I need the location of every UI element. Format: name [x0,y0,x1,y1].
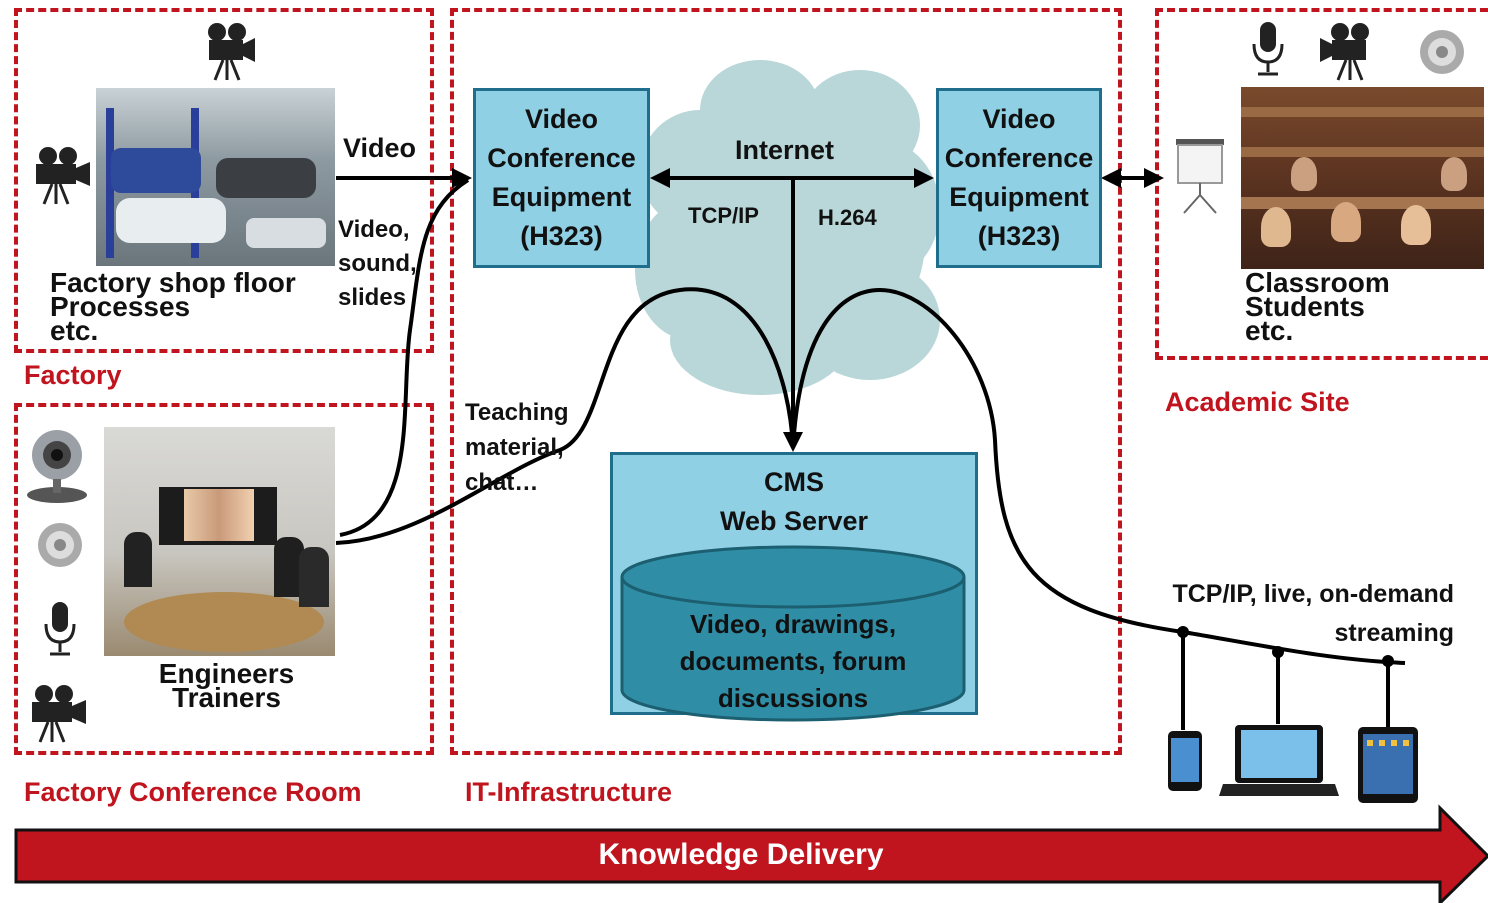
factory-caption-line2: Processes [50,291,191,322]
conference-caption: Engineers Trainers [104,658,349,713]
factory-caption: Factory shop floor Processes etc. [50,267,296,346]
video-camera-icon [1320,23,1369,81]
database-line2: documents, forum [679,646,907,676]
laptop-icon [1219,725,1339,796]
vss-line3: slides [338,284,407,311]
factory-caption-line3: etc. [50,315,99,346]
classroom-caption: Classroom Students etc. [1245,267,1390,346]
it-infrastructure-region [450,8,1122,755]
speaker-icon [38,523,82,567]
vce-right-line2: Conference [944,143,1094,173]
video-camera-icon [32,685,86,743]
tm-line3: chat… [465,469,539,496]
microphone-icon [44,602,76,656]
factory-region-label: Factory [24,360,122,390]
tm-line1: Teaching [465,399,569,426]
vce-right-line3: Equipment [949,182,1089,212]
it-infrastructure-label: IT-Infrastructure [465,777,673,807]
cms-subtitle: Web Server [719,506,869,536]
streaming-label: TCP/IP, live, on-demand streaming [1136,575,1454,653]
classroom-caption-line3: etc. [1245,315,1294,346]
vce-right-line1: Video [982,104,1056,134]
tablet-icon [1358,727,1418,803]
projector-screen-icon [1176,139,1224,214]
vce-left-line2: Conference [487,143,636,173]
microphone-icon [1252,22,1284,76]
database-line1: Video, drawings, [689,609,897,639]
h264-label: H.264 [818,205,877,230]
internet-label: Internet [735,135,835,165]
speaker-icon [1420,30,1464,74]
factory-caption-line1: Factory shop floor [50,267,296,298]
conference-caption-line2: Trainers [172,682,281,713]
smartphone-icon [1168,731,1202,791]
vss-line1: Video, [338,216,410,243]
database-line3: discussions [717,683,869,713]
classroom-caption-line2: Students [1245,291,1365,322]
factory-region [14,8,434,353]
vce-left-line3: Equipment [491,182,632,212]
database-text: Video, drawings, documents, forum discus… [622,606,964,717]
webcam-icon [27,430,87,503]
video-sound-slides-label: Video, sound, slides [338,213,417,315]
conference-room-photo [104,427,335,656]
vce-right-line4: (H323) [977,221,1061,251]
vce-left-line1: Video [524,104,598,134]
academic-site-label: Academic Site [1165,387,1350,417]
tm-line2: material, [465,434,564,461]
classroom-caption-line1: Classroom [1245,267,1390,298]
streaming-line1: TCP/IP, live, on-demand [1172,580,1454,608]
video-camera-icon [208,23,255,81]
cms-title: CMS [763,467,824,497]
vss-line2: sound, [338,250,417,277]
factory-conference-room-region [14,403,434,755]
streaming-line2: streaming [1334,619,1454,647]
factory-shop-floor-photo [96,88,335,266]
video-camera-icon [36,147,90,205]
classroom-photo [1241,87,1484,269]
teaching-material-label: Teaching material, chat… [465,395,569,500]
knowledge-delivery-label: Knowledge Delivery [598,838,884,871]
tcpip-label: TCP/IP [688,203,759,228]
conference-caption-line1: Engineers [158,658,295,689]
vce-left-line4: (H323) [520,221,603,251]
video-flow-label: Video [343,133,417,163]
factory-conference-room-label: Factory Conference Room [24,777,362,807]
